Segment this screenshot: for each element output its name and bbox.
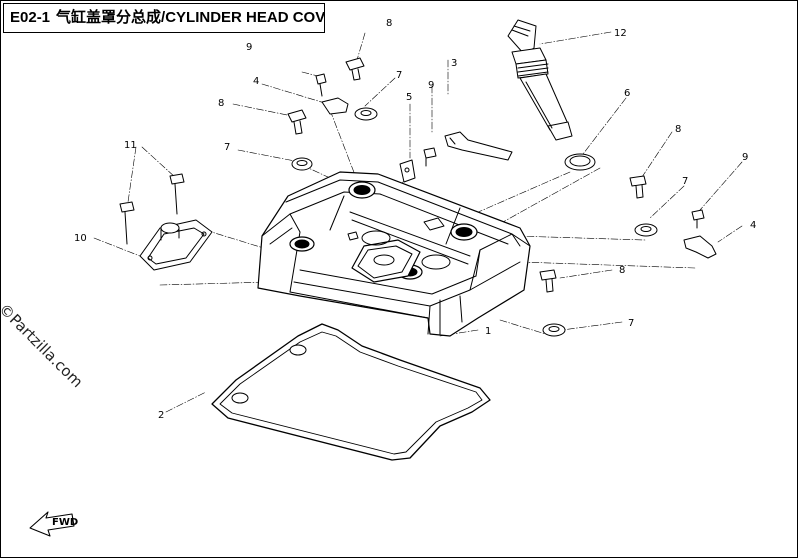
washers-part-7 [291, 107, 658, 337]
callout-8-left: 8 [218, 98, 224, 109]
diagram-title-english: /CYLINDER HEAD COVER [161, 9, 325, 26]
callout-9-top: 9 [246, 42, 252, 53]
callout-8-lower: 8 [619, 265, 625, 276]
callout-3: 3 [451, 58, 457, 69]
diagram-title: E02-1 气缸盖罩分总成/CYLINDER HEAD COVER [3, 3, 325, 33]
callout-7-left: 7 [224, 142, 230, 153]
callout-6: 6 [624, 88, 630, 99]
seal-part-6 [564, 153, 596, 171]
bolts [119, 57, 705, 293]
forward-arrow-label: FWD [52, 517, 78, 528]
diagram-code: E02-1 [10, 9, 51, 26]
callout-5: 5 [406, 92, 412, 103]
ignition-coil-part-12 [507, 19, 573, 141]
callout-numbers: 1 2 3 4 4 5 6 7 7 7 7 8 8 8 8 9 9 9 10 1… [74, 18, 756, 421]
callout-2: 2 [158, 410, 164, 421]
forward-arrow-icon: FWD [29, 511, 78, 537]
callout-7-top: 7 [396, 70, 402, 81]
callout-8-top: 8 [386, 18, 392, 29]
gasket-part-2 [211, 323, 491, 461]
bracket-part-3 [444, 131, 513, 161]
callout-4-top: 4 [253, 76, 259, 87]
diagram-title-chinese: 气缸盖罩分总成 [56, 9, 162, 26]
cylinder-head-cover-part-1 [257, 171, 531, 337]
callout-4-right: 4 [750, 220, 756, 231]
callout-12: 12 [614, 28, 627, 39]
callout-9-right: 9 [742, 152, 748, 163]
callout-8-right: 8 [675, 124, 681, 135]
callout-1: 1 [485, 326, 491, 337]
callout-7-bottom: 7 [628, 318, 634, 329]
brackets-part-4 [321, 97, 717, 259]
callout-10: 10 [74, 233, 87, 244]
breather-cover-part-10 [139, 219, 213, 271]
callout-9-middle: 9 [428, 80, 434, 91]
clip-part-5 [399, 159, 416, 183]
callout-7-right: 7 [682, 176, 688, 187]
callout-11: 11 [124, 140, 137, 151]
